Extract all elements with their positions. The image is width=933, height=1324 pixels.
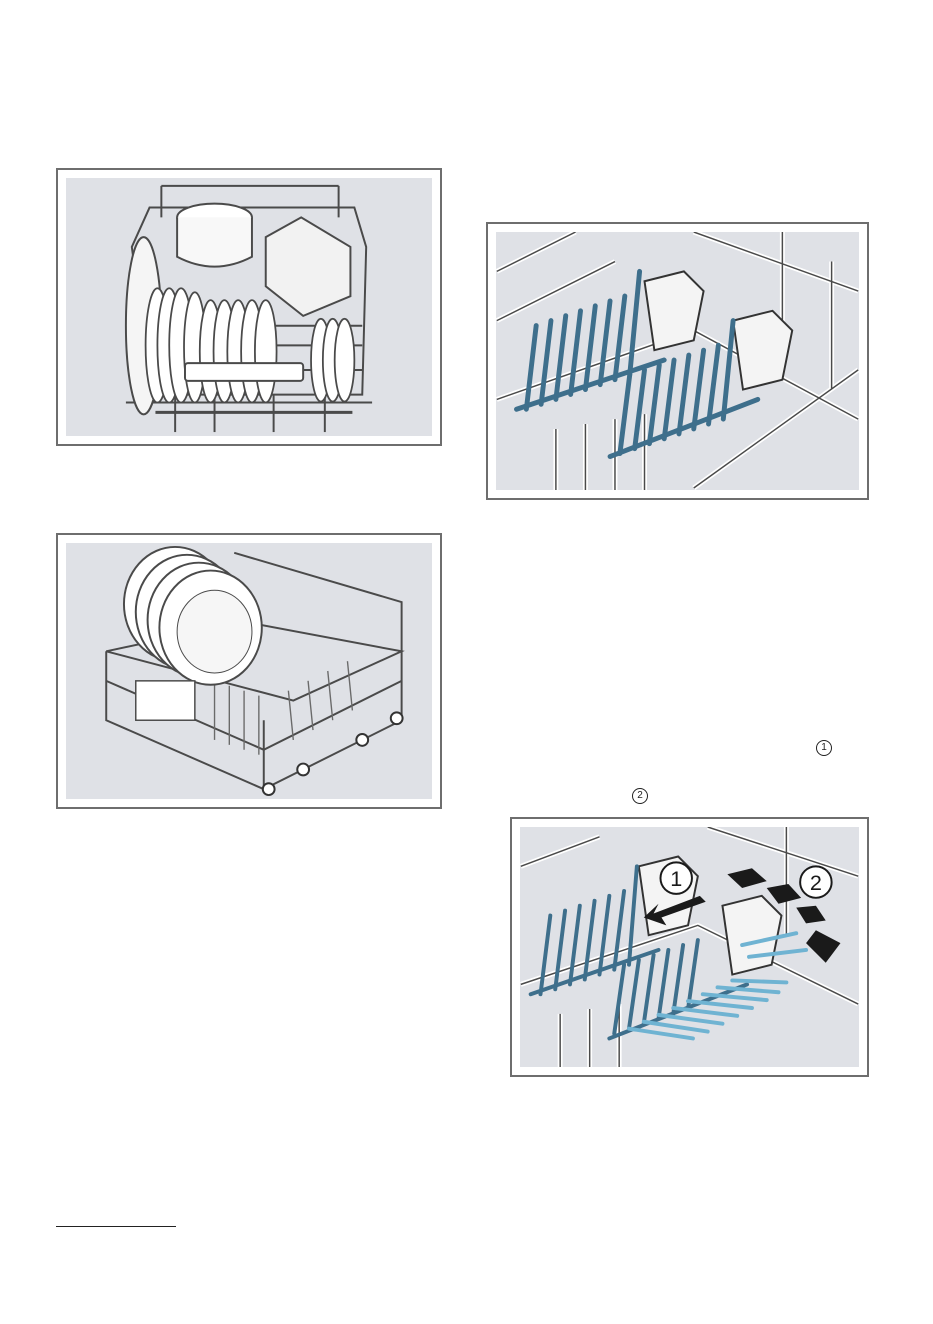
plate-tines-upright-illustration bbox=[496, 232, 859, 490]
figure-lower-basket-plates bbox=[56, 533, 442, 809]
footnote-separator bbox=[56, 1226, 176, 1227]
step-marker-1: 1 bbox=[816, 740, 832, 756]
figure-plate-tines-upright bbox=[486, 222, 869, 500]
callout-2-label: 2 bbox=[810, 870, 822, 895]
plate-tines-folding-illustration: 1 2 bbox=[520, 827, 859, 1067]
lower-basket-plates-illustration bbox=[66, 543, 432, 799]
upper-basket-loaded-illustration bbox=[66, 178, 432, 436]
figure-upper-basket-loaded bbox=[56, 168, 442, 446]
figure-plate-tines-folding: 1 2 bbox=[510, 817, 869, 1077]
callout-1-label: 1 bbox=[670, 866, 682, 891]
step-marker-2: 2 bbox=[632, 788, 648, 804]
